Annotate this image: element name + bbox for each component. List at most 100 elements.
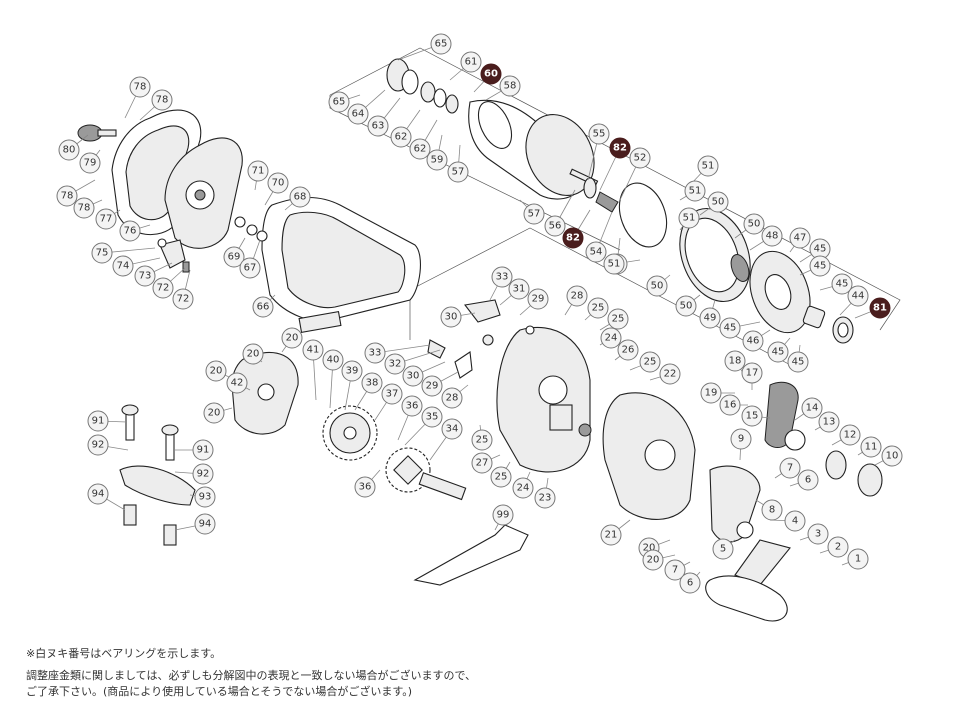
part-number: 25 (495, 472, 508, 483)
part-number: 57 (528, 209, 541, 220)
part-callout-65: 65 (430, 33, 452, 55)
part-callout-60: 60 (480, 63, 502, 85)
part-number: 20 (247, 349, 260, 360)
drag-lever (764, 381, 883, 497)
part-number: 18 (729, 356, 742, 367)
part-number: 14 (806, 403, 819, 414)
part-number: 11 (865, 442, 878, 453)
part-callout-75: 75 (91, 242, 113, 264)
part-callout-76: 76 (119, 220, 141, 242)
part-number: 20 (643, 543, 656, 554)
part-callout-99: 99 (492, 504, 514, 526)
left-small-plate (231, 351, 299, 435)
part-number: 23 (539, 493, 552, 504)
part-number: 76 (124, 226, 137, 237)
part-number: 46 (747, 336, 760, 347)
part-callout-78: 78 (129, 76, 151, 98)
part-number: 71 (252, 166, 265, 177)
part-number: 28 (571, 291, 584, 302)
part-number: 5 (720, 544, 726, 555)
part-number: 7 (787, 463, 793, 474)
part-number: 13 (823, 417, 836, 428)
part-number: 36 (406, 401, 419, 412)
part-callout-10: 10 (881, 445, 903, 467)
part-number: 30 (445, 312, 458, 323)
part-number: 60 (484, 69, 498, 80)
part-number: 94 (92, 489, 105, 500)
spool-assembly (386, 58, 599, 200)
part-number: 19 (705, 388, 718, 399)
part-callout-92: 92 (192, 463, 214, 485)
part-number: 50 (651, 281, 664, 292)
part-callout-28: 28 (441, 387, 463, 409)
part-number: 52 (634, 153, 647, 164)
drive-side-plate (496, 326, 592, 473)
part-number: 40 (327, 355, 340, 366)
drag-gear-stack (583, 177, 854, 344)
part-callout-45: 45 (719, 317, 741, 339)
exploded-parts-diagram: 6561605865646362625957558252575682545351… (56, 33, 903, 622)
part-callout-33: 33 (491, 266, 513, 288)
part-callout-40: 40 (322, 349, 344, 371)
part-number: 92 (92, 440, 105, 451)
part-number: 91 (92, 416, 105, 427)
part-callout-50: 50 (707, 191, 729, 213)
part-callout-62: 62 (409, 138, 431, 160)
part-callout-78: 78 (151, 89, 173, 111)
part-number: 31 (513, 284, 526, 295)
part-number: 27 (476, 458, 489, 469)
part-number: 9 (738, 434, 744, 445)
part-callout-7: 7 (664, 559, 686, 581)
part-callout-91: 91 (87, 410, 109, 432)
rod-clamp (119, 404, 196, 546)
part-number: 6 (687, 578, 693, 589)
part-number: 20 (210, 366, 223, 377)
part-callout-32: 32 (384, 353, 406, 375)
part-callout-13: 13 (818, 411, 840, 433)
part-number: 42 (231, 378, 244, 389)
part-callout-16: 16 (719, 394, 741, 416)
part-callout-50: 50 (743, 213, 765, 235)
part-callout-50: 50 (646, 275, 668, 297)
part-callout-78: 78 (56, 185, 78, 207)
part-number: 51 (702, 161, 715, 172)
part-callout-20: 20 (242, 343, 264, 365)
part-number: 34 (446, 424, 459, 435)
part-callout-24: 24 (512, 477, 534, 499)
part-number: 62 (395, 132, 408, 143)
part-number: 38 (366, 378, 379, 389)
part-callout-9: 9 (730, 428, 752, 450)
part-number: 59 (431, 155, 444, 166)
part-number: 21 (605, 530, 618, 541)
part-callout-67: 67 (239, 257, 261, 279)
part-callout-91: 91 (192, 439, 214, 461)
part-number: 20 (286, 333, 299, 344)
part-number: 45 (792, 357, 805, 368)
part-callout-33: 33 (364, 342, 386, 364)
part-number: 62 (414, 144, 427, 155)
part-number: 72 (157, 283, 170, 294)
part-callout-23: 23 (534, 487, 556, 509)
part-number: 61 (465, 57, 478, 68)
part-callout-55: 55 (588, 123, 610, 145)
part-number: 64 (352, 109, 365, 120)
part-callout-44: 44 (847, 285, 869, 307)
part-number: 94 (199, 519, 212, 530)
part-number: 67 (244, 263, 257, 274)
part-callout-6: 6 (797, 469, 819, 491)
part-callout-24: 24 (600, 327, 622, 349)
right-side-cover (602, 392, 696, 520)
part-callout-71: 71 (247, 160, 269, 182)
part-number: 54 (590, 247, 603, 258)
part-number: 45 (814, 244, 827, 255)
part-callout-51: 51 (678, 207, 700, 229)
part-callout-61: 61 (460, 51, 482, 73)
part-number: 55 (593, 129, 606, 140)
part-callout-73: 73 (134, 265, 156, 287)
part-number: 39 (346, 366, 359, 377)
part-number: 32 (389, 359, 402, 370)
part-callout-68: 68 (289, 186, 311, 208)
part-number: 8 (769, 505, 775, 516)
part-callout-26: 26 (617, 339, 639, 361)
part-number: 78 (156, 95, 169, 106)
